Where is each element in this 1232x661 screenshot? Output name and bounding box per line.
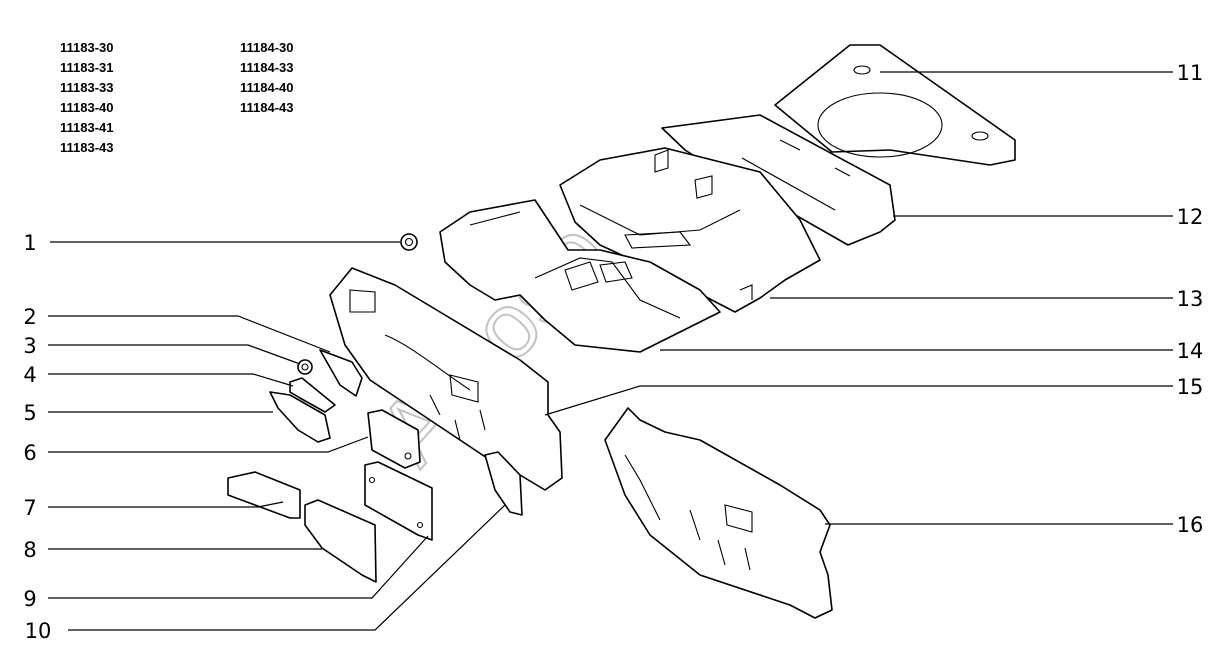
model-code: 11184-40 xyxy=(240,80,294,95)
callout-6: 6 xyxy=(23,441,36,465)
model-code: 11184-30 xyxy=(240,40,294,55)
leader-6 xyxy=(48,436,369,453)
model-code: 11183-31 xyxy=(60,60,114,75)
leader-4 xyxy=(48,373,294,387)
model-code: 11184-43 xyxy=(240,100,294,115)
part-3-nut xyxy=(297,359,313,375)
leader-2 xyxy=(48,315,331,353)
part-13-rear-carpet xyxy=(559,147,821,313)
model-code: 11183-43 xyxy=(60,140,114,155)
callout-5: 5 xyxy=(23,401,36,425)
callout-16: 16 xyxy=(1177,513,1204,537)
callout-13: 13 xyxy=(1177,287,1204,311)
leader-7 xyxy=(48,501,284,508)
part-14-front-carpet xyxy=(439,199,721,353)
model-list-col1: 11183-30 11183-31 11183-33 11183-40 1118… xyxy=(60,40,114,155)
callout-2: 2 xyxy=(23,305,36,329)
callout-14: 14 xyxy=(1177,339,1204,363)
model-code: 11183-40 xyxy=(60,100,114,115)
leader-3 xyxy=(48,344,301,365)
part-10-panel xyxy=(484,451,523,516)
callout-8: 8 xyxy=(23,538,36,562)
callout-1: 1 xyxy=(23,231,36,255)
part-7-panel xyxy=(227,471,301,519)
part-1-clip xyxy=(400,233,418,251)
model-list-col2: 11184-30 11184-33 11184-40 11184-43 xyxy=(240,40,294,115)
callout-10: 10 xyxy=(25,619,52,643)
part-6-panel xyxy=(367,409,421,469)
part-5-insulator xyxy=(269,391,331,443)
callout-7: 7 xyxy=(23,496,36,520)
callout-15: 15 xyxy=(1177,375,1204,399)
part-9-panel xyxy=(364,461,433,541)
part-16-dash-insulator xyxy=(604,407,833,619)
leader-15 xyxy=(544,385,1173,416)
callout-labels: 1 2 3 4 5 6 7 8 9 10 11 12 13 14 15 16 xyxy=(23,61,1203,643)
leader-10 xyxy=(68,504,506,631)
part-8-panel xyxy=(304,499,377,583)
model-code: 11183-30 xyxy=(60,40,114,55)
callout-11: 11 xyxy=(1177,61,1204,85)
leader-9 xyxy=(48,535,429,599)
part-15-dash-insulator xyxy=(329,267,563,491)
part-11-rear-shelf-mat xyxy=(774,44,1016,166)
part-2-insulator-pad xyxy=(319,349,363,397)
callout-4: 4 xyxy=(23,363,36,387)
callout-9: 9 xyxy=(23,587,36,611)
model-code: 11183-33 xyxy=(60,80,114,95)
callout-3: 3 xyxy=(23,334,36,358)
model-code: 11183-41 xyxy=(60,120,114,135)
model-code: 11184-33 xyxy=(240,60,294,75)
leader-lines xyxy=(48,71,1173,631)
part-4-bracket xyxy=(289,377,336,413)
callout-12: 12 xyxy=(1177,205,1204,229)
